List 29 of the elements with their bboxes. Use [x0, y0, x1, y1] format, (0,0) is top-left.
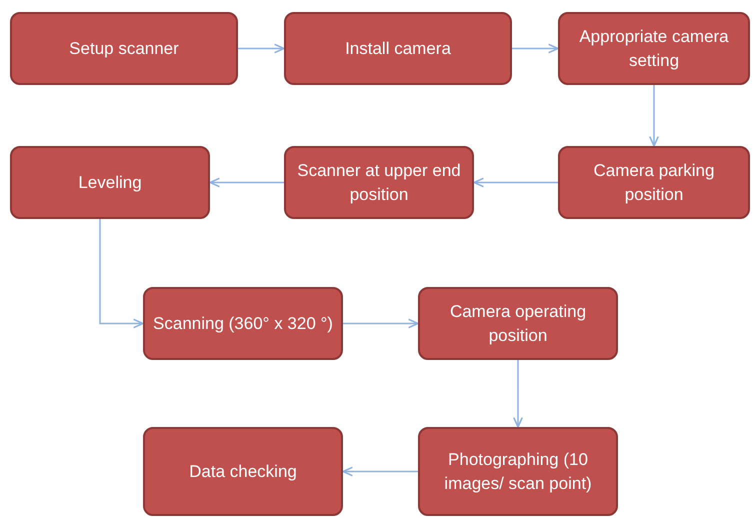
- process-box: [284, 12, 512, 85]
- process-box: [558, 146, 750, 219]
- process-box: [143, 427, 343, 516]
- step-label: Appropriate camera setting: [578, 26, 730, 72]
- step-label: Scanner at upper end position: [296, 160, 462, 206]
- step-label: Scanning (360° x 320 °): [153, 312, 333, 335]
- step-label: Setup scanner: [69, 38, 179, 60]
- arrow: [99, 219, 144, 328]
- process-box: [284, 146, 474, 219]
- arrow: [238, 44, 285, 54]
- arrow: [512, 44, 559, 54]
- process-box: [143, 287, 343, 360]
- arrow: [343, 318, 419, 328]
- process-box: [418, 287, 618, 360]
- arrow: [209, 178, 284, 188]
- step-label: Leveling: [78, 172, 142, 194]
- arrow: [649, 85, 659, 147]
- process-box: [10, 146, 210, 219]
- arrow: [342, 466, 418, 476]
- arrow: [513, 360, 523, 428]
- step-label: Photographing (10 images/ scan point): [443, 448, 593, 494]
- step-label: Camera operating position: [448, 300, 588, 346]
- step-label: Install camera: [345, 38, 451, 60]
- process-box: [10, 12, 238, 85]
- step-label: Camera parking position: [592, 160, 716, 206]
- process-box: [418, 427, 618, 516]
- process-box: [558, 12, 750, 85]
- step-label: Data checking: [189, 460, 297, 483]
- arrow: [473, 178, 558, 188]
